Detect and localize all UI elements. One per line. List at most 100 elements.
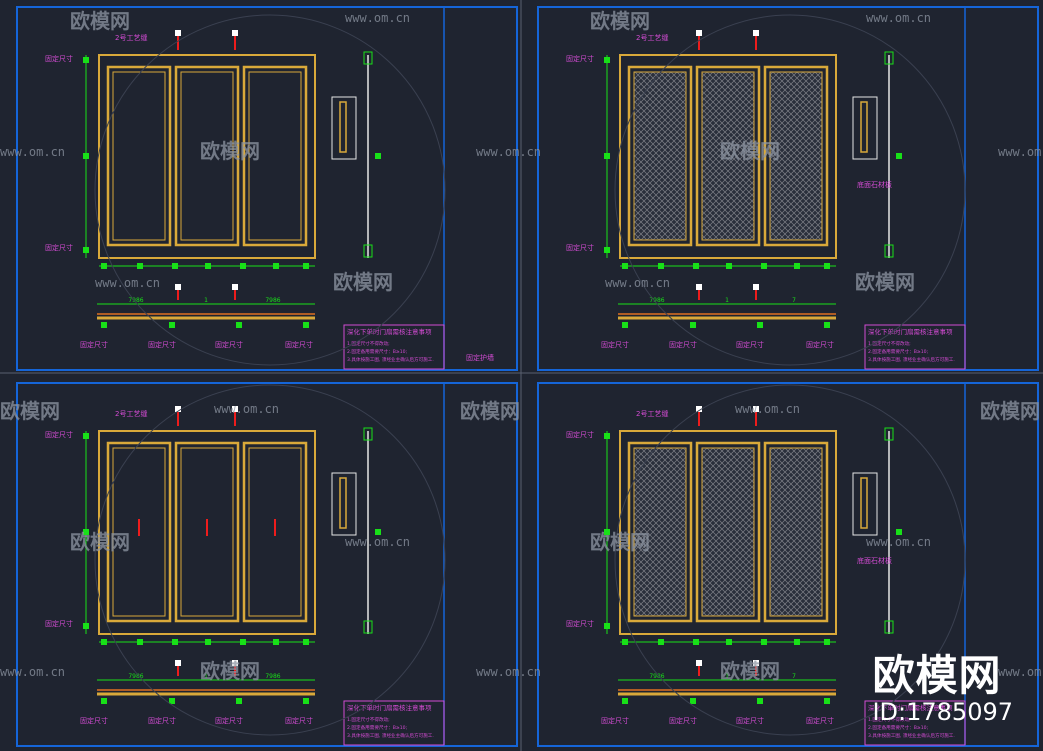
dimension-tick <box>604 153 610 159</box>
door-leaf-panel-2 <box>701 71 755 241</box>
plan-label-fixed-size: 固定尺寸 <box>148 340 176 349</box>
dimension-tick <box>303 263 309 269</box>
plan-dimension-value: 7986 <box>649 673 664 680</box>
sheet-border <box>16 6 518 371</box>
axis-marker-head <box>175 406 181 412</box>
notes-line: 3.具体按施工图, 须经业主确认后方可施工. <box>347 356 434 363</box>
dimension-tick <box>761 263 767 269</box>
dimension-tick <box>303 322 309 328</box>
dimension-tick <box>824 639 830 645</box>
dimension-tick <box>273 263 279 269</box>
dimension-tick <box>824 263 830 269</box>
hinge-detail-profile <box>860 101 868 153</box>
watermark-site: www.om.cn <box>866 11 931 25</box>
door-outer-frame <box>619 54 837 259</box>
axis-marker-head <box>175 30 181 36</box>
door-leaf-panel-1 <box>633 71 687 241</box>
plan-label-fixed-size: 固定尺寸 <box>285 340 313 349</box>
dimension-tick <box>690 322 696 328</box>
plan-dimension-value: 1 <box>204 673 208 680</box>
axis-marker-head <box>232 406 238 412</box>
plan-dimension-value: 7986 <box>265 297 280 304</box>
door-leaf-2 <box>695 441 761 623</box>
dimension-tick <box>604 57 610 63</box>
dimension-tick <box>172 263 178 269</box>
dimension-tick <box>137 263 143 269</box>
section-detail-top <box>884 427 894 441</box>
notes-border <box>864 324 966 370</box>
plan-label-fixed-size: 固定尺寸 <box>215 716 243 725</box>
plan-axis-head <box>175 660 181 666</box>
plan-label-fixed-size: 固定尺寸 <box>215 340 243 349</box>
dimension-tick <box>101 639 107 645</box>
watermark-brand: 欧模网 <box>720 659 780 683</box>
plan-dimension-value: 7986 <box>649 297 664 304</box>
notes-border <box>343 324 445 370</box>
axis-marker-head <box>696 406 702 412</box>
watermark-brand: 欧模网 <box>980 399 1040 423</box>
hinge-detail-box <box>852 472 878 536</box>
watermark-brand: 欧模网 <box>855 270 915 294</box>
dimension-tick <box>757 698 763 704</box>
plan-axis-head <box>696 660 702 666</box>
design-notes-box: 深化下单时门扇需核注意事项1.固定尺寸不得改动;2.固定备用需要尺寸：B≥10;… <box>864 324 966 370</box>
watermark-site: www.om.cn <box>0 665 65 679</box>
label-section: 底面石材板 <box>857 556 892 565</box>
dimension-tick <box>604 433 610 439</box>
plan-dimension-value: 7986 <box>128 297 143 304</box>
plan-dimension-value: 1 <box>204 297 208 304</box>
door-leaf-1 <box>106 65 172 247</box>
notes-line: 3.具体按施工图, 须经业主确认后方可施工. <box>868 356 955 363</box>
plan-dimension-value: 1 <box>725 297 729 304</box>
watermark-site: www.om.cn <box>214 402 279 416</box>
plan-label-fixed-size: 固定尺寸 <box>601 716 629 725</box>
dimension-tick <box>303 639 309 645</box>
plan-axis-head <box>232 660 238 666</box>
dimension-tick <box>604 529 610 535</box>
dimension-tick <box>83 529 89 535</box>
plan-dimension-value: 7986 <box>265 673 280 680</box>
dimension-tick <box>761 639 767 645</box>
dimension-tick <box>303 698 309 704</box>
label-hinge-gap: 2号工艺缝 <box>636 33 668 42</box>
door-leaf-panel-1 <box>112 71 166 241</box>
hinge-detail-box <box>331 96 357 160</box>
dimension-tick <box>726 639 732 645</box>
dimension-tick <box>240 263 246 269</box>
plan-label-fixed-size: 固定尺寸 <box>669 716 697 725</box>
notes-line: 1.固定尺寸不得改动; <box>868 340 911 347</box>
dimension-tick <box>172 639 178 645</box>
label-extra: 固定护墙 <box>466 353 494 362</box>
dimension-tick <box>690 698 696 704</box>
sheet-border <box>537 6 1039 371</box>
notes-line: 2.固定备用需要尺寸：B≥10; <box>347 348 408 355</box>
watermark-circle <box>94 384 446 736</box>
plan-label-fixed-size: 固定尺寸 <box>80 340 108 349</box>
dimension-tick <box>658 263 664 269</box>
dimension-tick <box>169 322 175 328</box>
dimension-tick <box>205 263 211 269</box>
door-leaf-3 <box>763 441 829 623</box>
door-leaf-panel-3 <box>248 447 302 617</box>
dimension-tick <box>205 639 211 645</box>
watermark-site: www.om.cn <box>735 402 800 416</box>
door-leaf-panel-1 <box>633 447 687 617</box>
door-leaf-panel-3 <box>769 71 823 241</box>
dimension-tick <box>101 322 107 328</box>
notes-line: 3.具体按施工图, 须经业主确认后方可施工. <box>347 732 434 739</box>
dimension-tick <box>726 263 732 269</box>
notes-title: 深化下单时门扇需核注意事项 <box>868 703 953 712</box>
door-leaf-panel-2 <box>180 71 234 241</box>
watermark-circle <box>614 14 966 366</box>
notes-line: 1.固定尺寸不得改动; <box>347 340 390 347</box>
watermark-site: www.om.cn <box>998 145 1043 159</box>
plan-axis-head <box>232 284 238 290</box>
label-fixed-size-top: 固定尺寸 <box>45 54 73 63</box>
watermark-brand: 欧模网 <box>590 530 650 554</box>
door-leaf-1 <box>627 65 693 247</box>
section-detail-top <box>363 51 373 65</box>
plan-label-fixed-size: 固定尺寸 <box>80 716 108 725</box>
watermark-brand: 欧模网 <box>70 530 130 554</box>
